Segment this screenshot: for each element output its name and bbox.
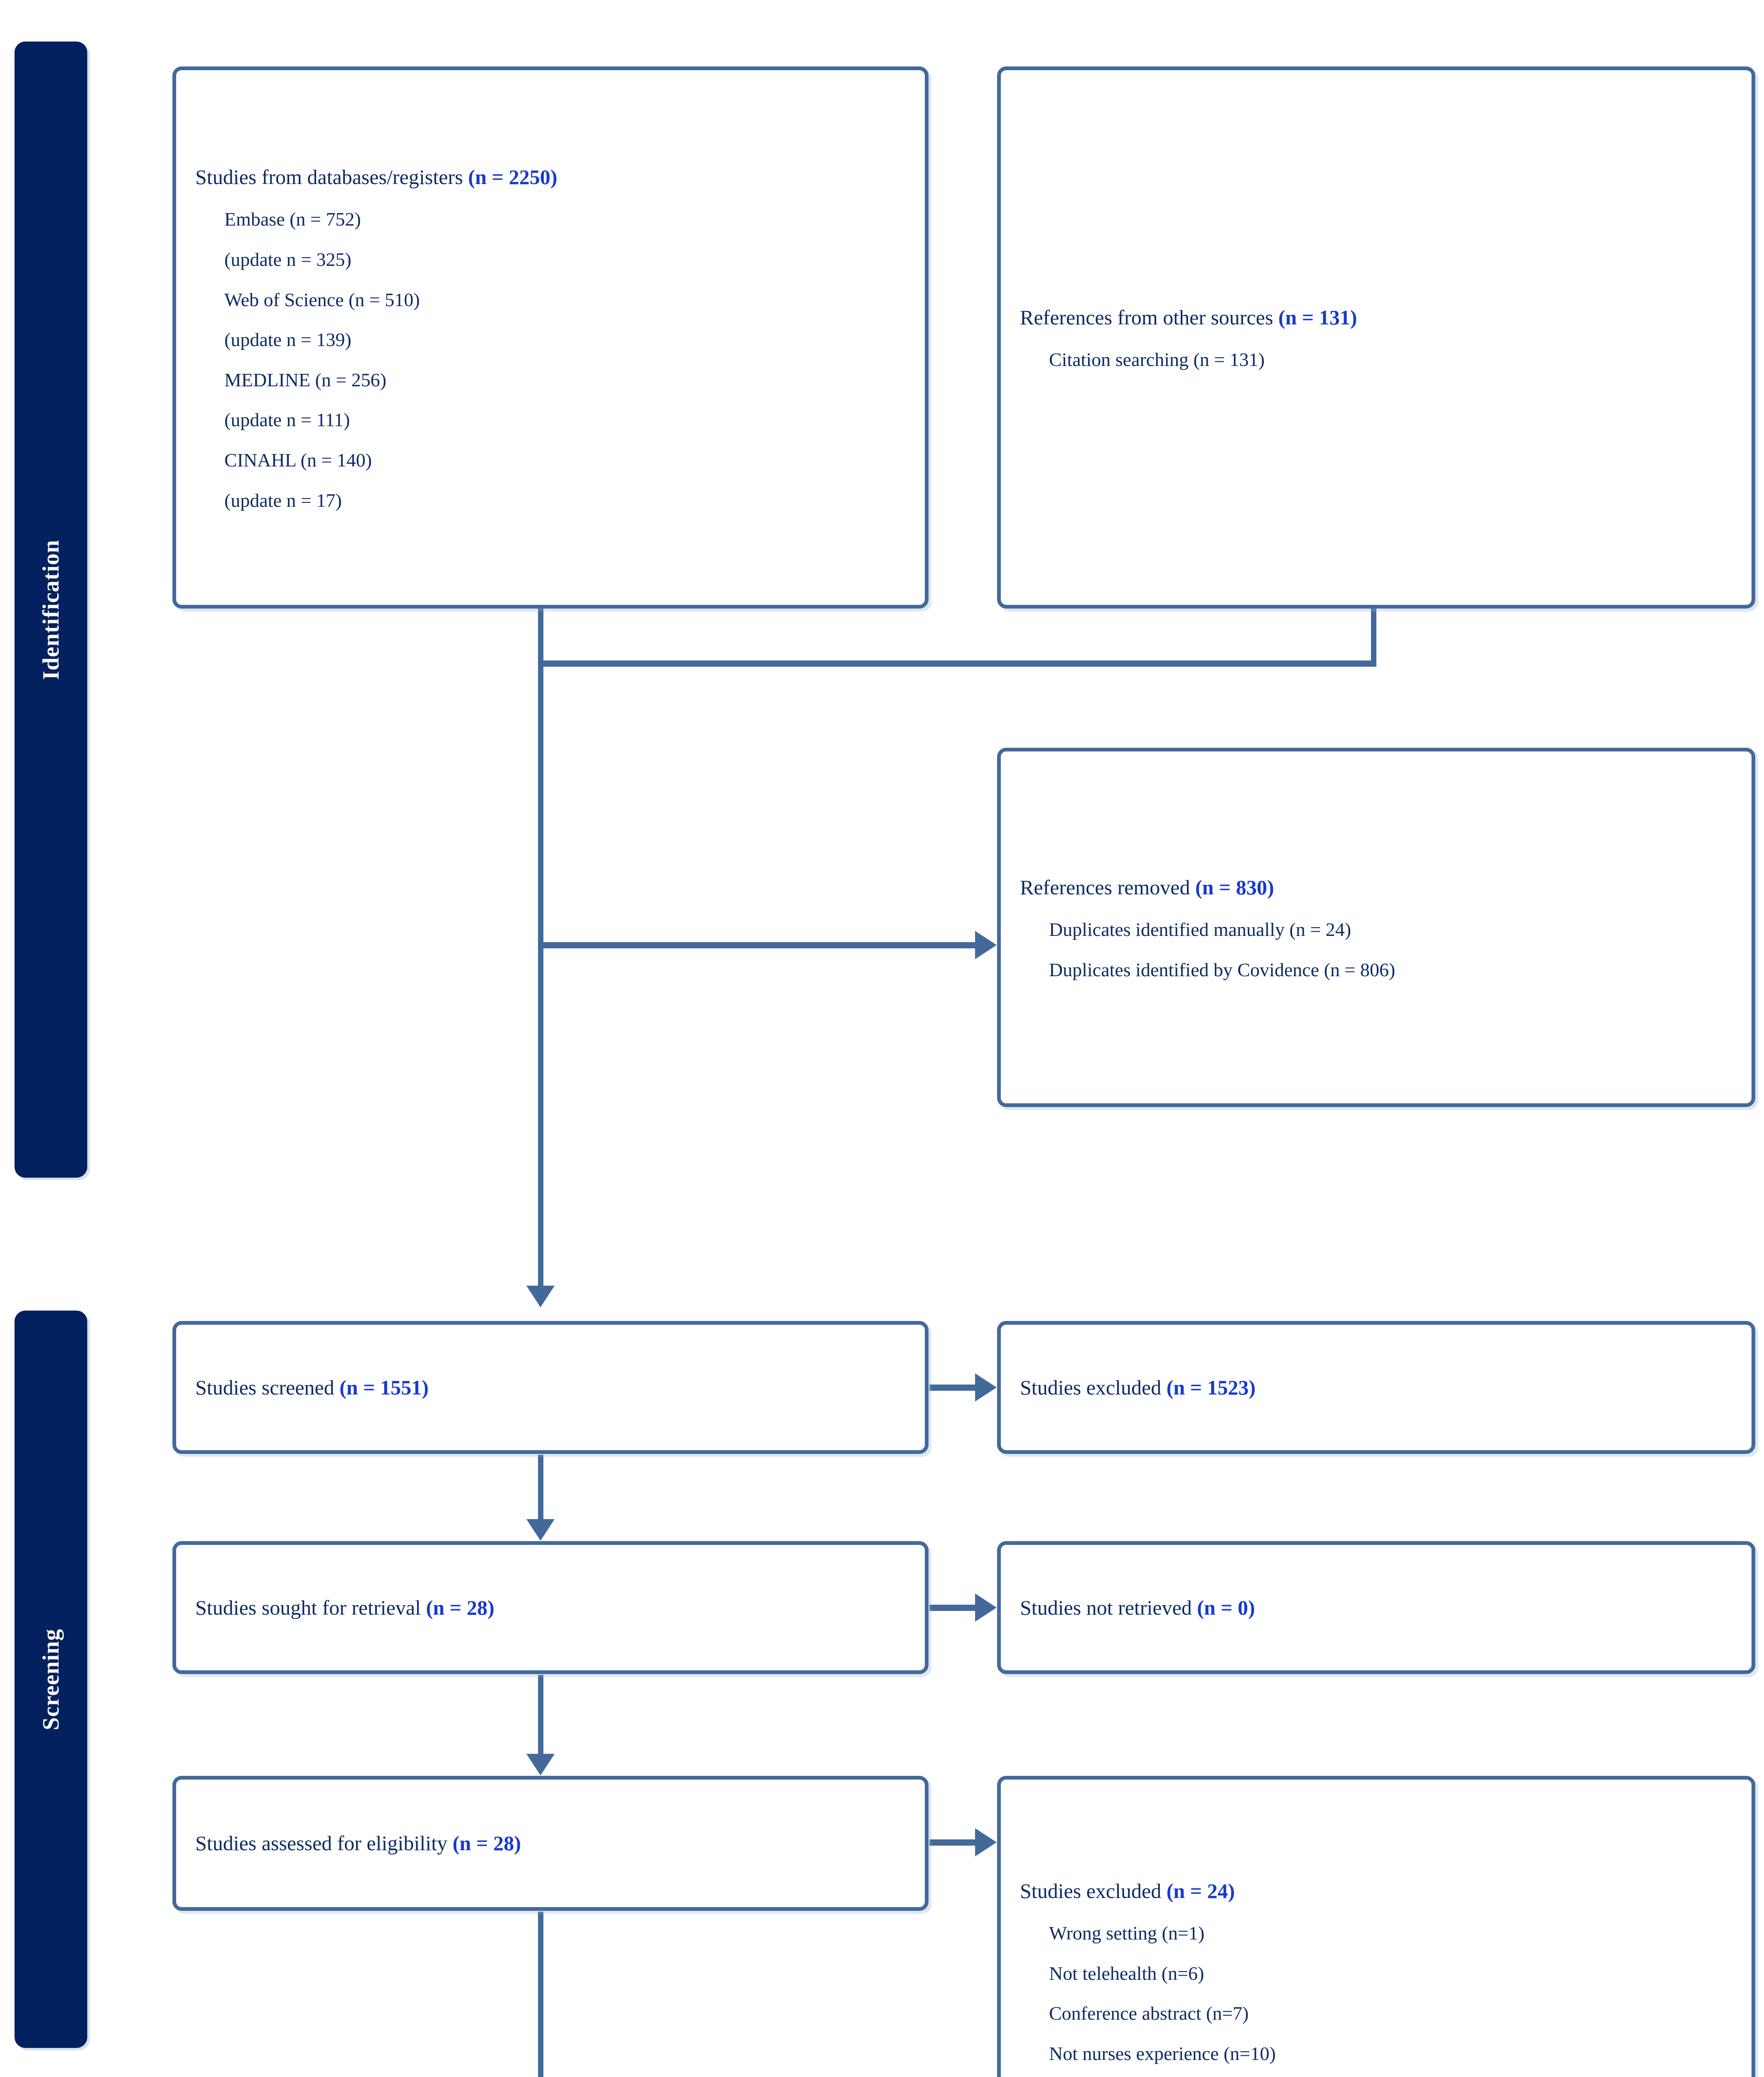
node-studies-excluded-eligibility-count: (n = 24) bbox=[1166, 1879, 1235, 1903]
list-item: (update n = 139) bbox=[224, 329, 351, 351]
node-databases-heading: Studies from databases/registers (n = 22… bbox=[176, 164, 925, 190]
list-item: (update n = 17) bbox=[224, 489, 342, 511]
arrow-into-references-removed bbox=[975, 931, 997, 959]
node-studies-eligibility-count: (n = 28) bbox=[452, 1831, 521, 1855]
arrow-into-studies-eligibility bbox=[526, 1754, 555, 1775]
connector-sought-to-not-retrieved bbox=[929, 1605, 975, 1611]
node-studies-excluded-eligibility-list: Wrong setting (n=1) Not telehealth (n=6)… bbox=[1001, 1904, 1752, 2064]
node-studies-from-databases: Studies from databases/registers (n = 22… bbox=[172, 66, 929, 609]
connector-screened-to-excluded bbox=[929, 1385, 975, 1391]
phase-bar-screening: Screening bbox=[15, 1311, 87, 2048]
node-other-sources-count: (n = 131) bbox=[1278, 305, 1357, 329]
node-other-sources-list: Citation searching (n = 131) bbox=[1001, 330, 1752, 371]
node-studies-sought-for-retrieval: Studies sought for retrieval (n = 28) bbox=[172, 1541, 929, 1674]
connector-identification-bus bbox=[538, 660, 1376, 667]
node-references-removed: References removed (n = 830) Duplicates … bbox=[997, 748, 1755, 1107]
list-item: Duplicates identified manually (n = 24) bbox=[1049, 919, 1351, 940]
phase-label-screening: Screening bbox=[38, 1628, 64, 1730]
node-other-sources-heading-text: References from other sources bbox=[1020, 305, 1278, 329]
list-item: Conference abstract (n=7) bbox=[1049, 2003, 1249, 2024]
node-studies-excluded-screening: Studies excluded (n = 1523) bbox=[997, 1321, 1755, 1454]
node-studies-eligibility-heading-text: Studies assessed for eligibility bbox=[195, 1831, 453, 1855]
node-studies-excluded-eligibility-heading: Studies excluded (n = 24) bbox=[1001, 1878, 1752, 1904]
arrow-into-studies-excluded-eligibility bbox=[975, 1828, 997, 1856]
list-item: Web of Science (n = 510) bbox=[224, 289, 420, 310]
list-item: Citation searching (n = 131) bbox=[1049, 349, 1265, 371]
list-item: Not nurses experience (n=10) bbox=[1049, 2043, 1276, 2064]
connector-eligibility-to-included bbox=[538, 1912, 543, 2077]
connector-main-trunk-upper bbox=[538, 660, 543, 1286]
list-item: CINAHL (n = 140) bbox=[224, 449, 372, 471]
node-studies-excluded-screening-heading: Studies excluded (n = 1523) bbox=[1001, 1375, 1752, 1401]
node-other-sources-heading: References from other sources (n = 131) bbox=[1001, 304, 1752, 331]
connector-screened-to-sought bbox=[538, 1455, 543, 1519]
node-references-removed-heading-text: References removed bbox=[1020, 875, 1195, 899]
arrow-into-studies-not-retrieved bbox=[975, 1593, 997, 1622]
list-item: (update n = 111) bbox=[224, 409, 350, 431]
list-item: MEDLINE (n = 256) bbox=[224, 369, 387, 390]
node-databases-list: Embase (n = 752) (update n = 325) Web of… bbox=[176, 190, 925, 511]
node-studies-not-retrieved: Studies not retrieved (n = 0) bbox=[997, 1541, 1755, 1674]
connector-sought-to-eligibility bbox=[538, 1675, 543, 1754]
connector-other-sources-down bbox=[1371, 607, 1376, 660]
phase-label-identification: Identification bbox=[38, 539, 64, 680]
node-studies-not-retrieved-heading: Studies not retrieved (n = 0) bbox=[1001, 1595, 1752, 1621]
arrow-into-studies-excluded-screening bbox=[975, 1373, 997, 1402]
list-item: Wrong setting (n=1) bbox=[1049, 1922, 1205, 1944]
node-studies-excluded-screening-count: (n = 1523) bbox=[1166, 1375, 1256, 1399]
node-studies-screened-heading: Studies screened (n = 1551) bbox=[176, 1375, 925, 1401]
node-studies-screened: Studies screened (n = 1551) bbox=[172, 1321, 929, 1454]
node-studies-excluded-eligibility: Studies excluded (n = 24) Wrong setting … bbox=[997, 1776, 1755, 2077]
phase-bar-identification: Identification bbox=[15, 42, 87, 1178]
node-references-removed-heading: References removed (n = 830) bbox=[1001, 874, 1752, 901]
connector-to-references-removed bbox=[538, 942, 975, 948]
node-studies-sought-heading: Studies sought for retrieval (n = 28) bbox=[176, 1595, 925, 1621]
node-studies-eligibility-heading: Studies assessed for eligibility (n = 28… bbox=[176, 1830, 925, 1856]
node-databases-heading-text: Studies from databases/registers bbox=[195, 165, 468, 189]
node-studies-excluded-eligibility-heading-text: Studies excluded bbox=[1020, 1879, 1167, 1903]
node-databases-count: (n = 2250) bbox=[468, 165, 558, 189]
node-references-other-sources: References from other sources (n = 131) … bbox=[997, 66, 1755, 609]
list-item: (update n = 325) bbox=[224, 248, 351, 270]
list-item: Embase (n = 752) bbox=[224, 209, 361, 230]
node-references-removed-list: Duplicates identified manually (n = 24) … bbox=[1001, 900, 1752, 980]
list-item: Duplicates identified by Covidence (n = … bbox=[1049, 959, 1395, 980]
node-studies-sought-heading-text: Studies sought for retrieval bbox=[195, 1596, 426, 1619]
node-studies-screened-heading-text: Studies screened bbox=[195, 1375, 340, 1399]
node-studies-not-retrieved-heading-text: Studies not retrieved bbox=[1020, 1596, 1197, 1619]
connector-eligibility-to-excluded bbox=[929, 1839, 975, 1846]
node-studies-screened-count: (n = 1551) bbox=[339, 1375, 429, 1399]
node-references-removed-count: (n = 830) bbox=[1195, 875, 1274, 899]
connector-databases-down bbox=[538, 607, 543, 660]
list-item: Not telehealth (n=6) bbox=[1049, 1962, 1204, 1984]
node-studies-excluded-screening-heading-text: Studies excluded bbox=[1020, 1375, 1167, 1399]
node-studies-sought-count: (n = 28) bbox=[426, 1596, 495, 1619]
arrow-into-studies-sought bbox=[526, 1519, 555, 1541]
arrow-into-studies-screened bbox=[526, 1286, 555, 1307]
node-studies-assessed-for-eligibility: Studies assessed for eligibility (n = 28… bbox=[172, 1776, 929, 1911]
node-studies-not-retrieved-count: (n = 0) bbox=[1197, 1596, 1255, 1619]
